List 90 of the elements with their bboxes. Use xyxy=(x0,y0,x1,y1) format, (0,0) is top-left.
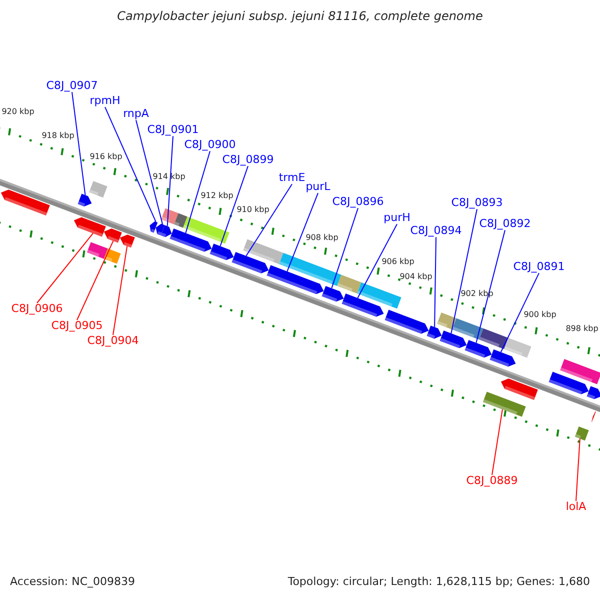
gene-feature xyxy=(160,225,172,238)
tick-label: 904 kbp xyxy=(400,273,432,282)
leader-line xyxy=(286,192,318,272)
leader-line xyxy=(500,272,540,353)
gene-label: C8J_0907 xyxy=(46,80,98,92)
gene-block xyxy=(357,282,402,309)
gene-label: lolA xyxy=(566,501,586,514)
tick-label: 910 kbp xyxy=(236,206,270,215)
gene-block xyxy=(452,318,484,340)
leader-line xyxy=(112,246,128,336)
gene-feature xyxy=(440,330,467,348)
leader-line xyxy=(185,150,210,234)
gene-label: trmE xyxy=(278,172,306,184)
gene-feature xyxy=(150,221,158,233)
tick-label: 908 kbp xyxy=(306,234,338,243)
gene-label: C8J_0904 xyxy=(87,335,139,348)
gene-feature xyxy=(586,386,600,400)
tick-label: 918 kbp xyxy=(42,132,74,141)
leader-line xyxy=(104,106,156,222)
gene-feature xyxy=(156,224,165,236)
tick-label: 916 kbp xyxy=(90,153,122,162)
gene-label: C8J_0894 xyxy=(410,225,462,238)
gene-feature xyxy=(592,411,596,422)
tick-label: 920 kbp xyxy=(2,108,34,117)
gene-block xyxy=(574,426,589,441)
leader-line xyxy=(576,438,580,502)
gene-feature xyxy=(266,265,324,294)
gene-label: C8J_0891 xyxy=(513,261,565,274)
leader-line xyxy=(492,408,503,476)
leader-line xyxy=(72,92,86,196)
leader-line xyxy=(136,120,164,225)
gene-block xyxy=(479,328,508,350)
gene-feature xyxy=(104,228,122,243)
gene-feature xyxy=(464,340,492,358)
gene-label: rpmH xyxy=(90,95,120,108)
tick-label: 898 kbp xyxy=(566,325,598,334)
gene-label: C8J_0905 xyxy=(51,320,103,332)
gene-feature xyxy=(232,252,269,274)
gene-feature xyxy=(500,378,538,400)
gene-feature xyxy=(74,217,106,237)
leader-line xyxy=(357,224,398,299)
gene-label: C8J_0893 xyxy=(451,197,503,210)
leader-line xyxy=(476,230,506,344)
leader-line xyxy=(36,232,94,304)
gene-block xyxy=(104,248,121,264)
gene-block xyxy=(337,274,362,294)
gene-block xyxy=(243,239,284,264)
gene-label: purH xyxy=(384,212,410,224)
gene-feature xyxy=(426,326,442,339)
gene-label: purL xyxy=(306,181,330,194)
gene-label: C8J_0892 xyxy=(479,218,531,230)
footer-text: Topology: circular; Length: 1,628,115 bp; Genes: 1,680 xyxy=(288,576,590,588)
gene-label: C8J_0900 xyxy=(184,139,236,152)
leader-line xyxy=(450,208,478,334)
gene-label: C8J_0906 xyxy=(11,303,63,316)
gene-feature xyxy=(120,234,135,248)
gene-feature xyxy=(490,349,516,367)
gene-block xyxy=(183,216,230,244)
gene-block xyxy=(89,181,108,198)
gene-feature xyxy=(78,194,92,206)
leader-line xyxy=(331,208,358,289)
gene-label: C8J_0901 xyxy=(147,124,199,136)
tick-label: 906 kbp xyxy=(382,258,414,267)
gene-block xyxy=(482,392,526,417)
leader-line xyxy=(166,136,174,227)
gene-block xyxy=(279,252,342,286)
gene-feature xyxy=(0,190,50,216)
gene-block xyxy=(174,213,188,228)
gene-feature xyxy=(210,244,234,260)
gene-feature xyxy=(548,372,589,394)
leader-line xyxy=(76,240,114,320)
gene-block xyxy=(86,242,108,259)
gene-label: C8J_0889 xyxy=(466,475,518,488)
footer-text: Accession: NC_009839 xyxy=(10,576,136,588)
gene-label: rnpA xyxy=(123,108,149,120)
gene-block xyxy=(560,359,600,384)
gene-label: C8J_0896 xyxy=(332,196,384,208)
tick-label: 914 kbp xyxy=(152,173,186,182)
gene-label: C8J_0899 xyxy=(222,154,274,166)
gene-feature xyxy=(342,294,384,317)
gene-block xyxy=(504,338,532,358)
gene-feature xyxy=(384,310,429,334)
gene-feature xyxy=(170,228,212,252)
gene-block xyxy=(437,312,456,330)
gene-feature xyxy=(322,286,344,302)
title: Campylobacter jejuni subsp. jejuni 81116, complete genome xyxy=(117,10,483,24)
gene-block xyxy=(161,208,178,224)
tick-label: 912 kbp xyxy=(200,192,234,201)
tick-label: 900 kbp xyxy=(524,311,556,320)
leader-line xyxy=(434,236,436,328)
